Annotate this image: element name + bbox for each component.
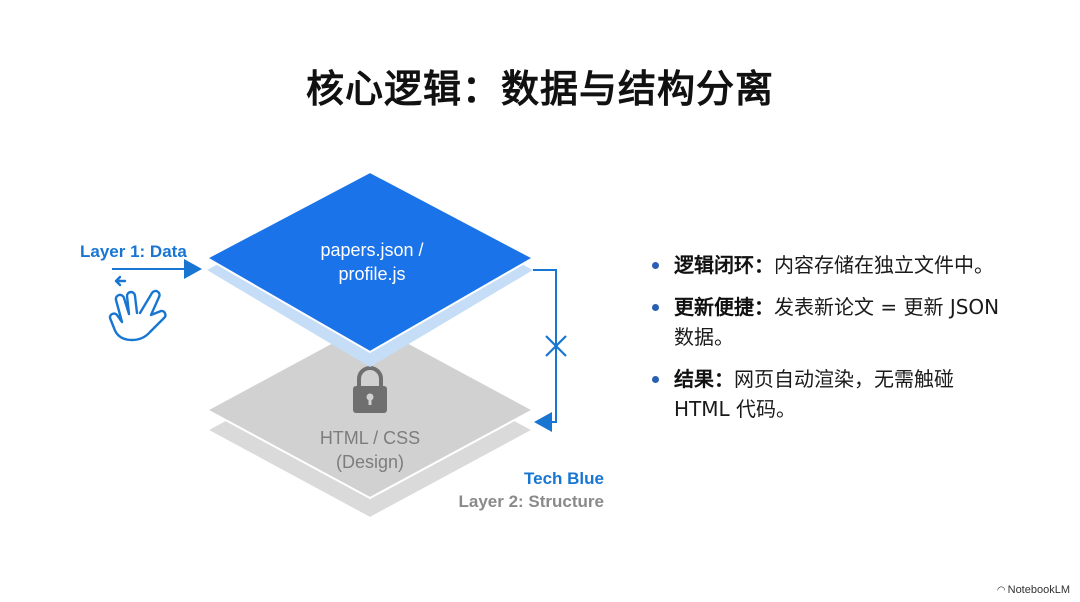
layer1-label: Layer 1: Data [80, 242, 187, 261]
separation-connector [533, 269, 567, 432]
bullet-list: 逻辑闭环：内容存储在独立文件中。 更新便捷：发表新论文 = 更新 JSON 数据… [648, 250, 1008, 436]
bullet-bold: 结果： [674, 367, 734, 391]
bullet-bold: 逻辑闭环： [674, 253, 774, 277]
lock-icon [353, 366, 387, 413]
bullet-bold: 更新便捷： [674, 295, 774, 319]
brand-footer: ◠NotebookLM [997, 584, 1070, 596]
bullet-text: 发表新论文 = 更新 JSON 数据。 [674, 295, 1000, 349]
brand-label: NotebookLM [1007, 584, 1070, 596]
hand-pointer-icon [108, 275, 167, 342]
data-text-line1: papers.json / [320, 240, 423, 260]
page-title: 核心逻辑：数据与结构分离 [305, 67, 774, 111]
bullet-text: 内容存储在独立文件中。 [774, 253, 994, 277]
tech-blue-label: Tech Blue [524, 469, 604, 488]
layer2-label: Layer 2: Structure [459, 492, 605, 511]
data-text-line2: profile.js [338, 264, 405, 284]
data-layer [204, 170, 536, 367]
structure-text-line2: (Design) [336, 452, 404, 472]
bullet-text: 网页自动渲染，无需触碰 HTML 代码。 [674, 367, 954, 421]
bullet-item: 更新便捷：发表新论文 = 更新 JSON 数据。 [648, 292, 1008, 352]
bullet-item: 逻辑闭环：内容存储在独立文件中。 [648, 250, 1008, 280]
notebooklm-logo-icon: ◠ [996, 585, 1006, 596]
structure-text-line1: HTML / CSS [320, 428, 420, 448]
bullet-item: 结果：网页自动渲染，无需触碰 HTML 代码。 [648, 364, 1008, 424]
